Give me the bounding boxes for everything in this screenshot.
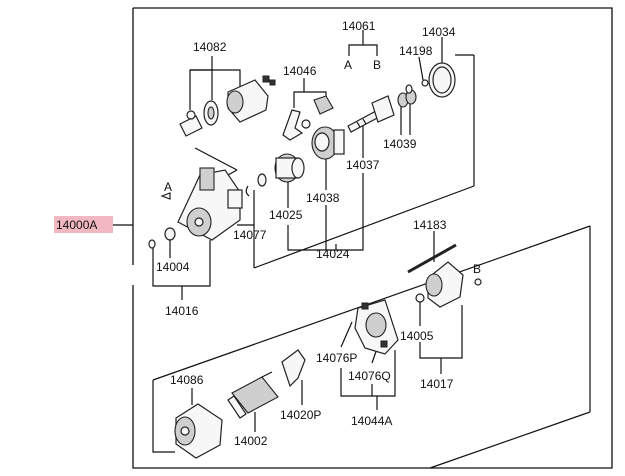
label-14038: 14038 [306, 191, 340, 205]
part-yoke-14086 [174, 403, 223, 459]
label-14024: 14024 [316, 247, 350, 261]
label-14039: 14039 [383, 137, 417, 151]
part-brushes-14020P [281, 349, 306, 388]
part-rear-bracket [415, 261, 464, 308]
label-14061-a: A [344, 58, 352, 72]
part-lever-14046 [282, 95, 334, 141]
part-armature-14002 [227, 371, 279, 419]
label-14086: 14086 [170, 373, 204, 387]
part-bushings-14004 [148, 227, 176, 249]
part-solenoid [226, 75, 276, 123]
label-14016: 14016 [165, 304, 199, 318]
label-14076Q: 14076Q [348, 369, 391, 383]
label-14183: 14183 [413, 218, 447, 232]
part-pinion-14025 [274, 153, 305, 183]
label-a-bolt: A [164, 180, 172, 194]
label-14034: 14034 [422, 25, 456, 39]
label-14017: 14017 [420, 377, 454, 391]
label-14004: 14004 [156, 260, 190, 274]
label-14002: 14002 [234, 434, 268, 448]
label-14198: 14198 [399, 44, 433, 58]
label-14076P: 14076P [316, 351, 357, 365]
diagram-frame [113, 7, 613, 469]
part-brush-holder [354, 299, 399, 355]
label-14020P: 14020P [280, 408, 321, 422]
label-14082: 14082 [193, 40, 227, 54]
part-washers-14039 [397, 84, 417, 108]
part-overrunning-clutch [311, 126, 345, 160]
label-b-screw: B [473, 262, 481, 276]
label-14005: 14005 [400, 329, 434, 343]
part-through-bolt-14183 [407, 243, 482, 286]
label-14044A: 14044A [351, 414, 392, 428]
part-labels: 14000A 14082 14061 A B 14034 14198 14046… [56, 19, 481, 448]
label-14025: 14025 [269, 208, 303, 222]
part-solenoid-gasket [179, 100, 219, 137]
leader-lines [152, 30, 463, 432]
label-14077: 14077 [233, 228, 267, 242]
label-14061: 14061 [342, 19, 376, 33]
highlight-14000A [54, 216, 113, 233]
part-ring-14034 [421, 62, 456, 98]
label-14061-b: B [373, 58, 381, 72]
label-14046: 14046 [283, 64, 317, 78]
label-14000A: 14000A [56, 218, 97, 232]
part-shaft-14061 [347, 95, 395, 133]
part-ring-14077 [245, 173, 267, 197]
label-14037: 14037 [346, 158, 380, 172]
part-front-bracket [160, 167, 243, 241]
